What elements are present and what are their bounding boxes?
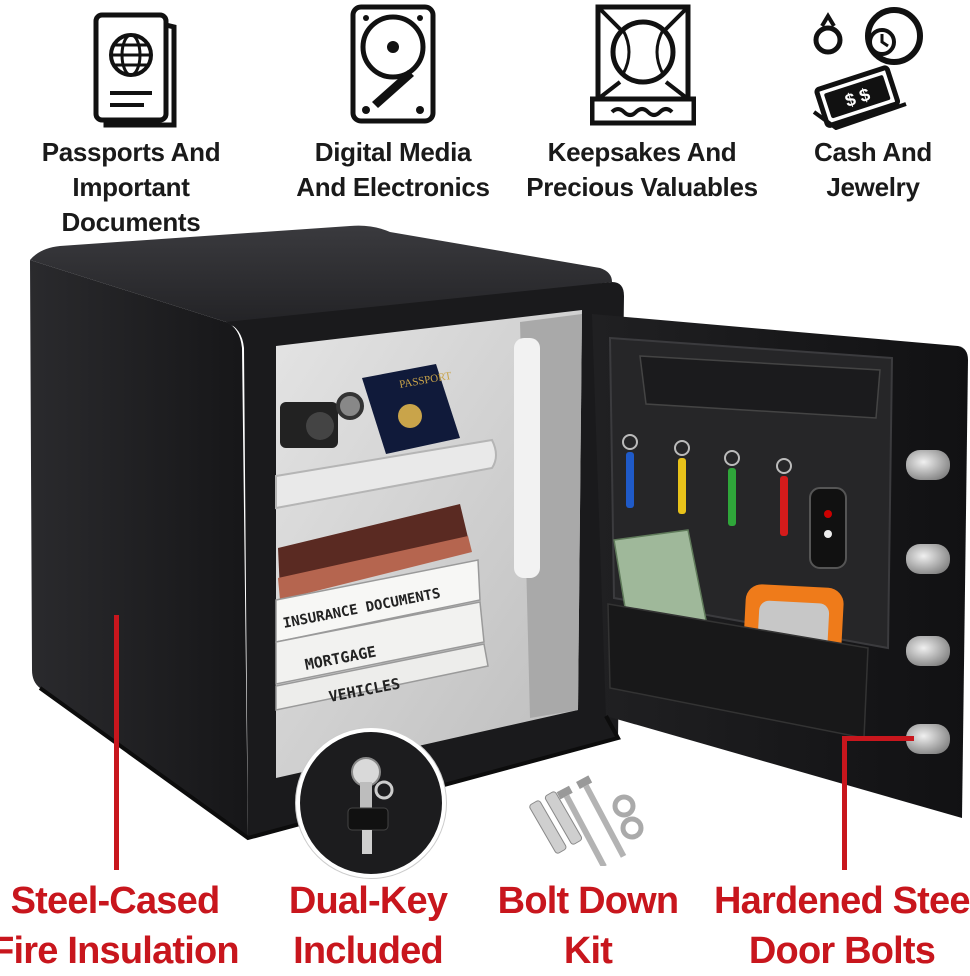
folder-vehicles	[275, 643, 489, 711]
safe-top	[30, 225, 612, 329]
dual-key-circle	[296, 728, 446, 878]
passport-icon	[93, 12, 177, 128]
baseball-display-icon	[590, 4, 696, 126]
hard-drive-icon	[350, 4, 436, 124]
safe-shelf	[275, 438, 497, 510]
safe-illustration: PASSPORT INSURANCE DOCUMENTS MORTGAGE VE…	[30, 225, 968, 841]
folder-insurance	[275, 559, 481, 643]
callout-line-insulation	[114, 615, 119, 870]
folder-mortgage	[275, 601, 485, 685]
callout-line-bolts-v	[842, 736, 847, 870]
bolt-down-kit-icon	[529, 775, 644, 866]
key-rings	[622, 434, 847, 569]
key-icon	[347, 757, 394, 854]
safe-left-side	[30, 260, 248, 838]
cash-jewelry-icon: $ $	[812, 7, 923, 130]
door-bolts	[906, 450, 950, 754]
callout-line-bolts-h	[842, 736, 914, 741]
